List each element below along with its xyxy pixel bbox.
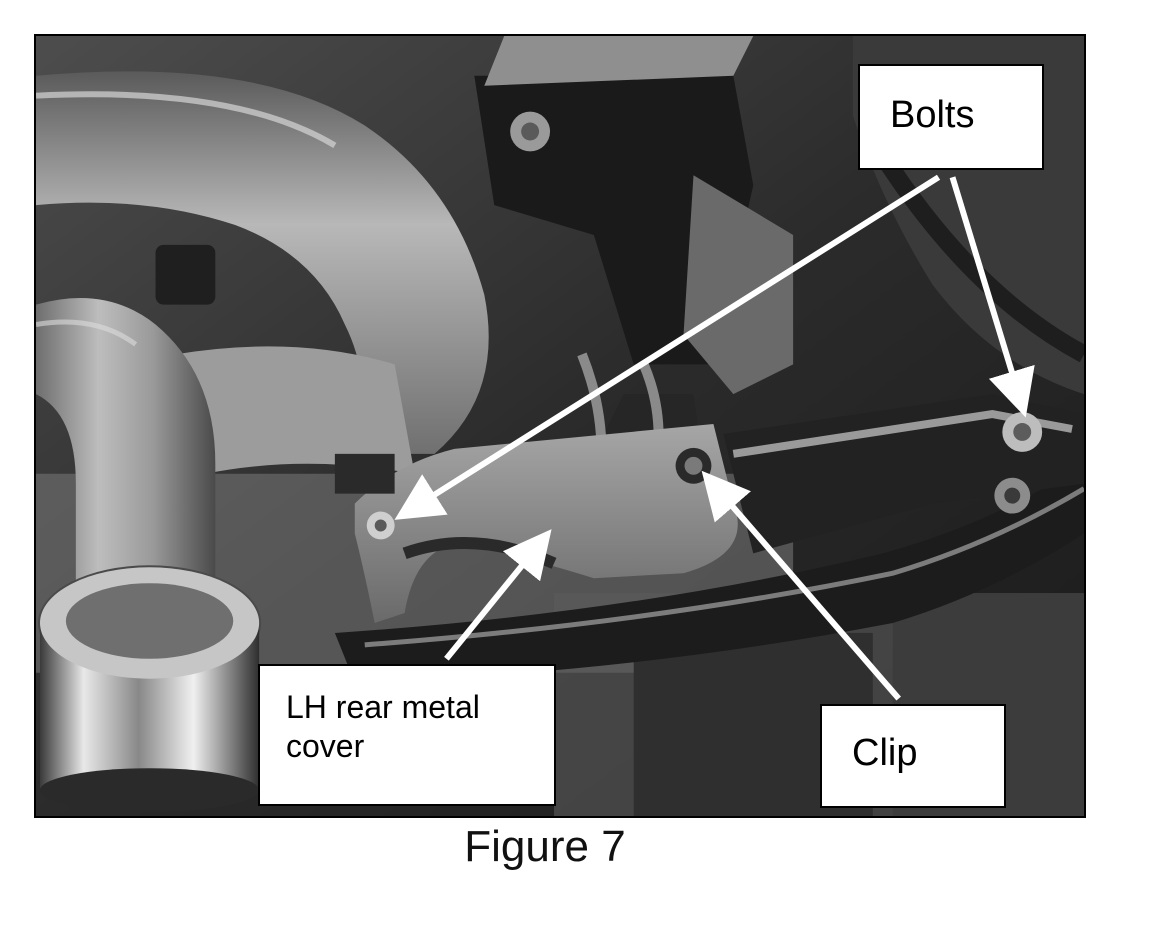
cover-label: LH rear metal cover <box>286 689 480 765</box>
cover-callout: LH rear metal cover <box>258 664 556 806</box>
clip-label: Clip <box>852 732 918 774</box>
bolts-callout: Bolts <box>858 64 1044 170</box>
clip-callout: Clip <box>820 704 1006 808</box>
figure-photo-frame: Bolts LH rear metal cover Clip <box>34 34 1086 818</box>
bolts-label: Bolts <box>890 94 975 136</box>
figure-caption: Figure 7 <box>464 822 626 871</box>
